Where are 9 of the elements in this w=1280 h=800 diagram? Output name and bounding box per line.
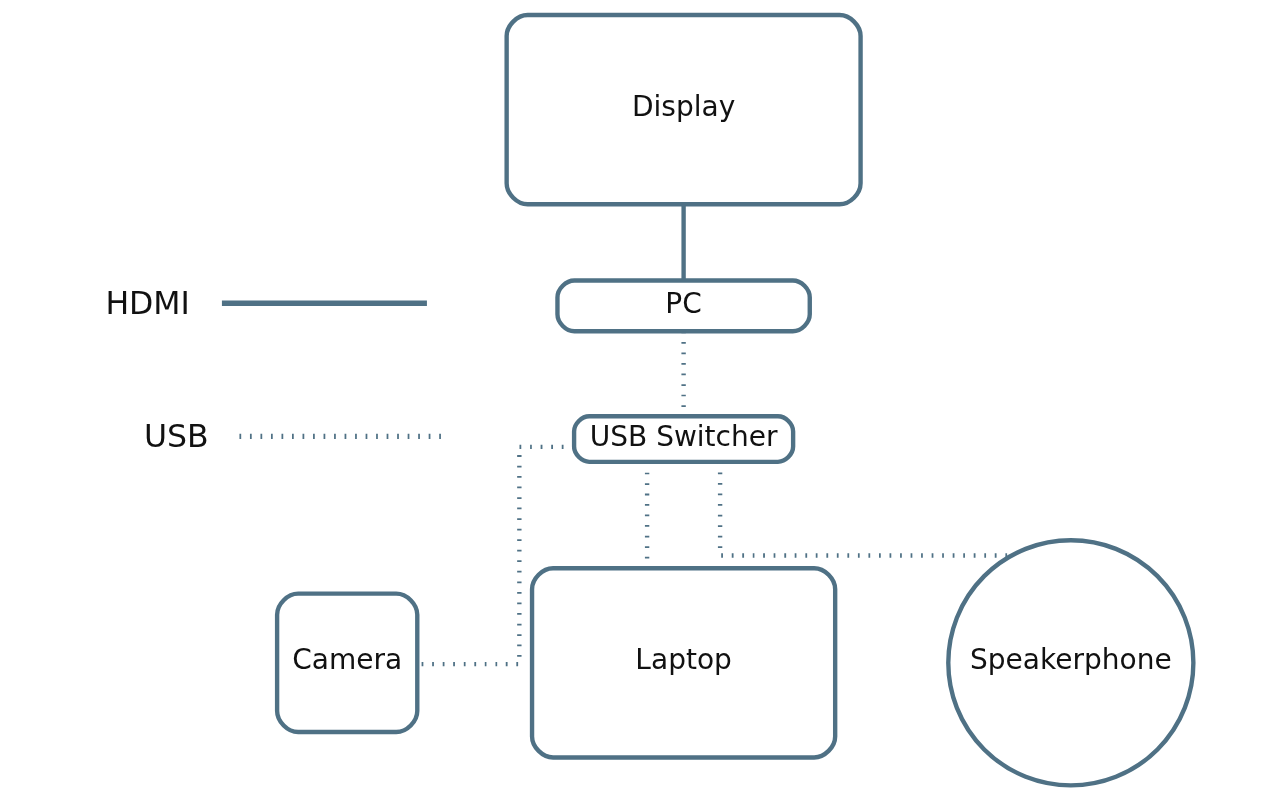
node-box: PC	[555, 278, 812, 334]
node-box: USB Switcher	[571, 414, 796, 464]
legend-label: HDMI	[105, 284, 190, 321]
node-circle: Speakerphone	[946, 538, 1196, 788]
legend-label: USB	[143, 417, 209, 454]
node-box: Display	[504, 12, 863, 207]
connector	[681, 204, 686, 280]
node-box: Laptop	[529, 566, 838, 760]
node-box: Camera	[274, 591, 420, 735]
